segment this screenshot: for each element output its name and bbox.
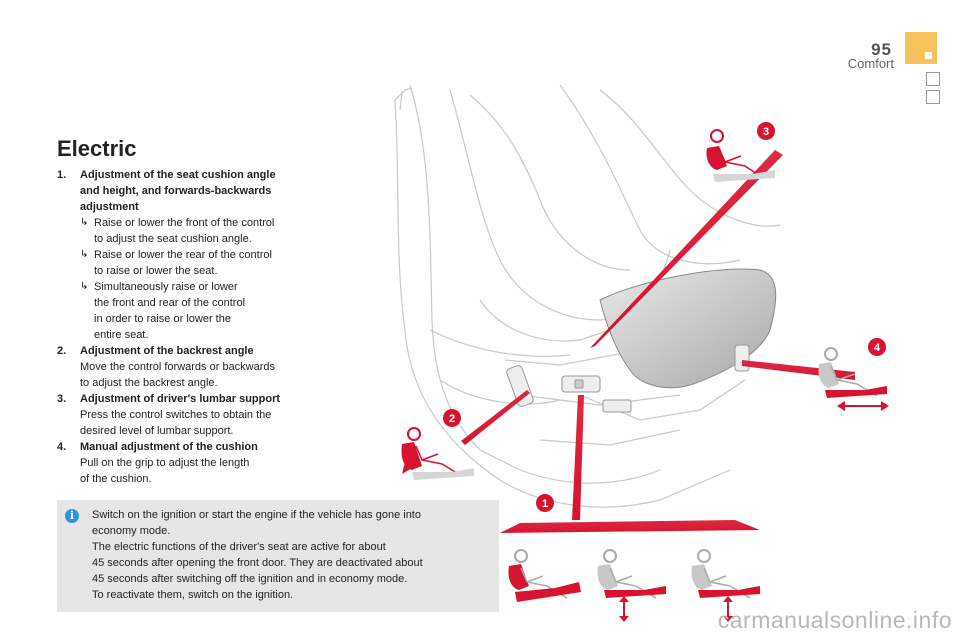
bullet: Simultaneously raise or lower (80, 279, 317, 295)
callout-badge-3: 3 (757, 122, 775, 140)
info-line: The electric functions of the driver's s… (92, 541, 386, 553)
info-line: 45 seconds after opening the front door.… (92, 557, 423, 569)
callout-badge-4: 4 (868, 338, 886, 356)
item-title-line: Adjustment of the seat cushion angle (80, 169, 276, 181)
svg-text:2: 2 (449, 413, 455, 425)
seat-fore-aft-pictogram (691, 549, 760, 622)
section-tab-active (905, 32, 937, 64)
item-desc-line: Pull on the grip to adjust the length (80, 457, 250, 469)
bullet-line: Simultaneously raise or lower (94, 281, 238, 293)
instruction-item-4: 4. Manual adjustment of the cushion Pull… (57, 439, 317, 487)
info-line: 45 seconds after switching off the ignit… (92, 573, 408, 585)
seat-cushion-highlight (599, 268, 777, 389)
instruction-item-1: 1. Adjustment of the seat cushion angle … (57, 167, 317, 343)
instruction-list: 1. Adjustment of the seat cushion angle … (57, 167, 317, 487)
item-number: 2. (57, 345, 67, 357)
bullet-line: in order to raise or lower the (94, 313, 231, 325)
item-title: Adjustment of driver's lumbar support (80, 393, 281, 405)
bullet: Raise or lower the front of the control (80, 215, 317, 231)
svg-text:3: 3 (763, 126, 769, 138)
backrest-angle-pictogram (401, 427, 474, 480)
info-box: i Switch on the ignition or start the en… (57, 500, 499, 612)
item-number: 1. (57, 169, 67, 181)
svg-text:1: 1 (542, 498, 548, 510)
bullet-line: Raise or lower the rear of the control (94, 249, 272, 261)
item-desc-line: to adjust the backrest angle. (80, 377, 218, 389)
svg-text:4: 4 (874, 342, 881, 354)
bullet: Raise or lower the rear of the control (80, 247, 317, 263)
cushion-angle-pictogram (508, 549, 581, 602)
instruction-item-3: 3. Adjustment of driver's lumbar support… (57, 391, 317, 439)
seat-controls (506, 344, 750, 413)
seat-height-pictogram (597, 549, 666, 622)
item-desc-line: of the cushion. (80, 473, 152, 485)
item-title-line: adjustment (80, 201, 139, 213)
item-desc-line: desired level of lumbar support. (80, 425, 234, 437)
info-line: To reactivate them, switch on the igniti… (92, 589, 294, 601)
item-title: Manual adjustment of the cushion (80, 441, 258, 453)
instruction-item-2: 2. Adjustment of the backrest angle Move… (57, 343, 317, 391)
info-text: Switch on the ignition or start the engi… (92, 507, 492, 603)
bullet-line: Raise or lower the front of the control (94, 217, 275, 229)
page-title: Electric (57, 136, 137, 161)
bullet-line: to adjust the seat cushion angle. (94, 233, 252, 245)
watermark: carmanualsonline.info (717, 607, 952, 633)
callout-badge-1: 1 (536, 494, 554, 512)
callout-badge-2: 2 (443, 409, 461, 427)
bullet-line: entire seat. (94, 329, 149, 341)
item-desc-line: Press the control switches to obtain the (80, 409, 272, 421)
item-title-line: and height, and forwards-backwards (80, 185, 272, 197)
lumbar-support-pictogram (706, 129, 775, 182)
bullet-line: the front and rear of the control (94, 297, 246, 309)
section-tab-box (926, 90, 940, 104)
page-number: 95 (871, 40, 892, 59)
info-line: economy mode. (92, 525, 171, 537)
item-desc-line: Move the control forwards or backwards (80, 361, 276, 373)
section-tab-box (926, 72, 940, 86)
item-number: 4. (57, 441, 67, 453)
info-line: Switch on the ignition or start the engi… (92, 509, 421, 521)
info-icon: i (65, 509, 79, 523)
item-number: 3. (57, 393, 67, 405)
item-title: Adjustment of the backrest angle (80, 345, 254, 357)
section-name: Comfort (847, 56, 894, 71)
cushion-length-pictogram (818, 347, 889, 411)
bullet-line: to raise or lower the seat. (94, 265, 218, 277)
